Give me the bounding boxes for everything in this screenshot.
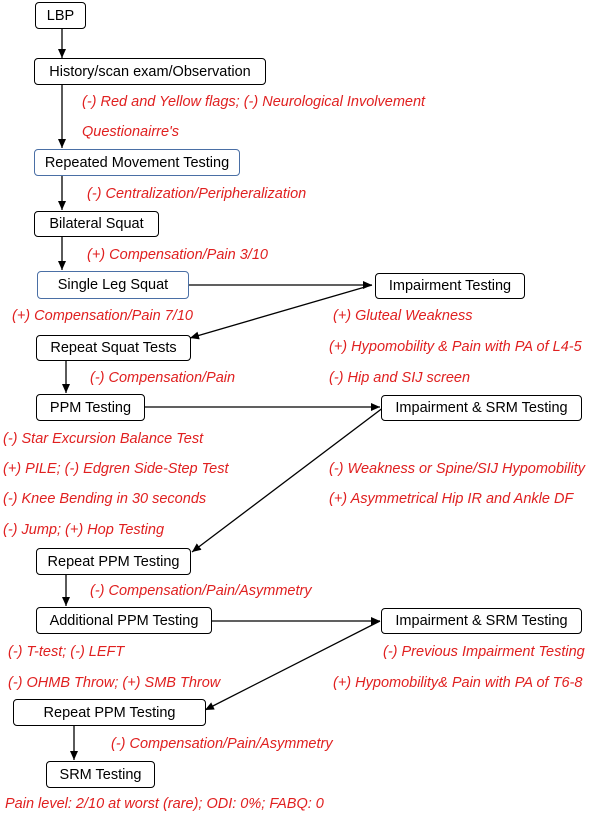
note-asym-hip: (+) Asymmetrical Hip IR and Ankle DF — [329, 491, 574, 507]
node-impairment-srm-1: Impairment & SRM Testing — [381, 395, 582, 421]
note-gluteal: (+) Gluteal Weakness — [333, 308, 473, 324]
note-hypomobility-l45: (+) Hypomobility & Pain with PA of L4-5 — [329, 339, 582, 355]
node-bilateral-squat: Bilateral Squat — [34, 211, 159, 237]
node-repeat-ppm-1: Repeat PPM Testing — [36, 548, 191, 575]
note-final: Pain level: 2/10 at worst (rare); ODI: 0… — [5, 796, 324, 812]
node-history: History/scan exam/Observation — [34, 58, 266, 85]
note-prev-impairment: (-) Previous Impairment Testing — [383, 644, 585, 660]
node-single-leg-squat: Single Leg Squat — [37, 271, 189, 299]
note-weakness-spine: (-) Weakness or Spine/SIJ Hypomobility — [329, 461, 585, 477]
node-impairment-srm-2: Impairment & SRM Testing — [381, 608, 582, 634]
node-impairment-testing: Impairment Testing — [375, 273, 525, 299]
note-ohmb: (-) OHMB Throw; (+) SMB Throw — [8, 675, 221, 691]
node-srm-testing: SRM Testing — [46, 761, 155, 788]
node-repeat-squat: Repeat Squat Tests — [36, 335, 191, 361]
arrow-impairment-repeat-squat — [189, 284, 373, 340]
note-hypomobility-t68: (+) Hypomobility& Pain with PA of T6-8 — [333, 675, 583, 691]
note-jump-hop: (-) Jump; (+) Hop Testing — [3, 522, 165, 538]
arrow-impairment-srm-repeat-ppm — [191, 406, 385, 553]
note-pile: (+) PILE; (-) Edgren Side-Step Test — [3, 461, 229, 477]
note-knee-bending: (-) Knee Bending in 30 seconds — [3, 491, 207, 507]
note-comp-pain: (-) Compensation/Pain — [90, 370, 236, 386]
arrow-impairment-srm-repeat-ppm-2 — [204, 620, 381, 711]
note-questionnaires: Questionairre's — [82, 124, 180, 140]
node-ppm-testing: PPM Testing — [36, 394, 145, 421]
node-repeat-ppm-2: Repeat PPM Testing — [13, 699, 206, 726]
note-hip-sij: (-) Hip and SIJ screen — [329, 370, 471, 386]
node-lbp: LBP — [35, 2, 86, 29]
note-comp-pain-asym-2: (-) Compensation/Pain/Asymmetry — [111, 736, 333, 752]
note-comp-pain-7: (+) Compensation/Pain 7/10 — [12, 308, 193, 324]
node-additional-ppm: Additional PPM Testing — [36, 607, 212, 634]
note-comp-pain-3: (+) Compensation/Pain 3/10 — [87, 247, 268, 263]
note-ttest: (-) T-test; (-) LEFT — [8, 644, 125, 660]
note-centralization: (-) Centralization/Peripheralization — [87, 186, 307, 202]
note-star-excursion: (-) Star Excursion Balance Test — [3, 431, 204, 447]
note-comp-pain-asym-1: (-) Compensation/Pain/Asymmetry — [90, 583, 312, 599]
note-flags: (-) Red and Yellow flags; (-) Neurologic… — [82, 94, 426, 110]
node-repeated-movement: Repeated Movement Testing — [34, 149, 240, 176]
